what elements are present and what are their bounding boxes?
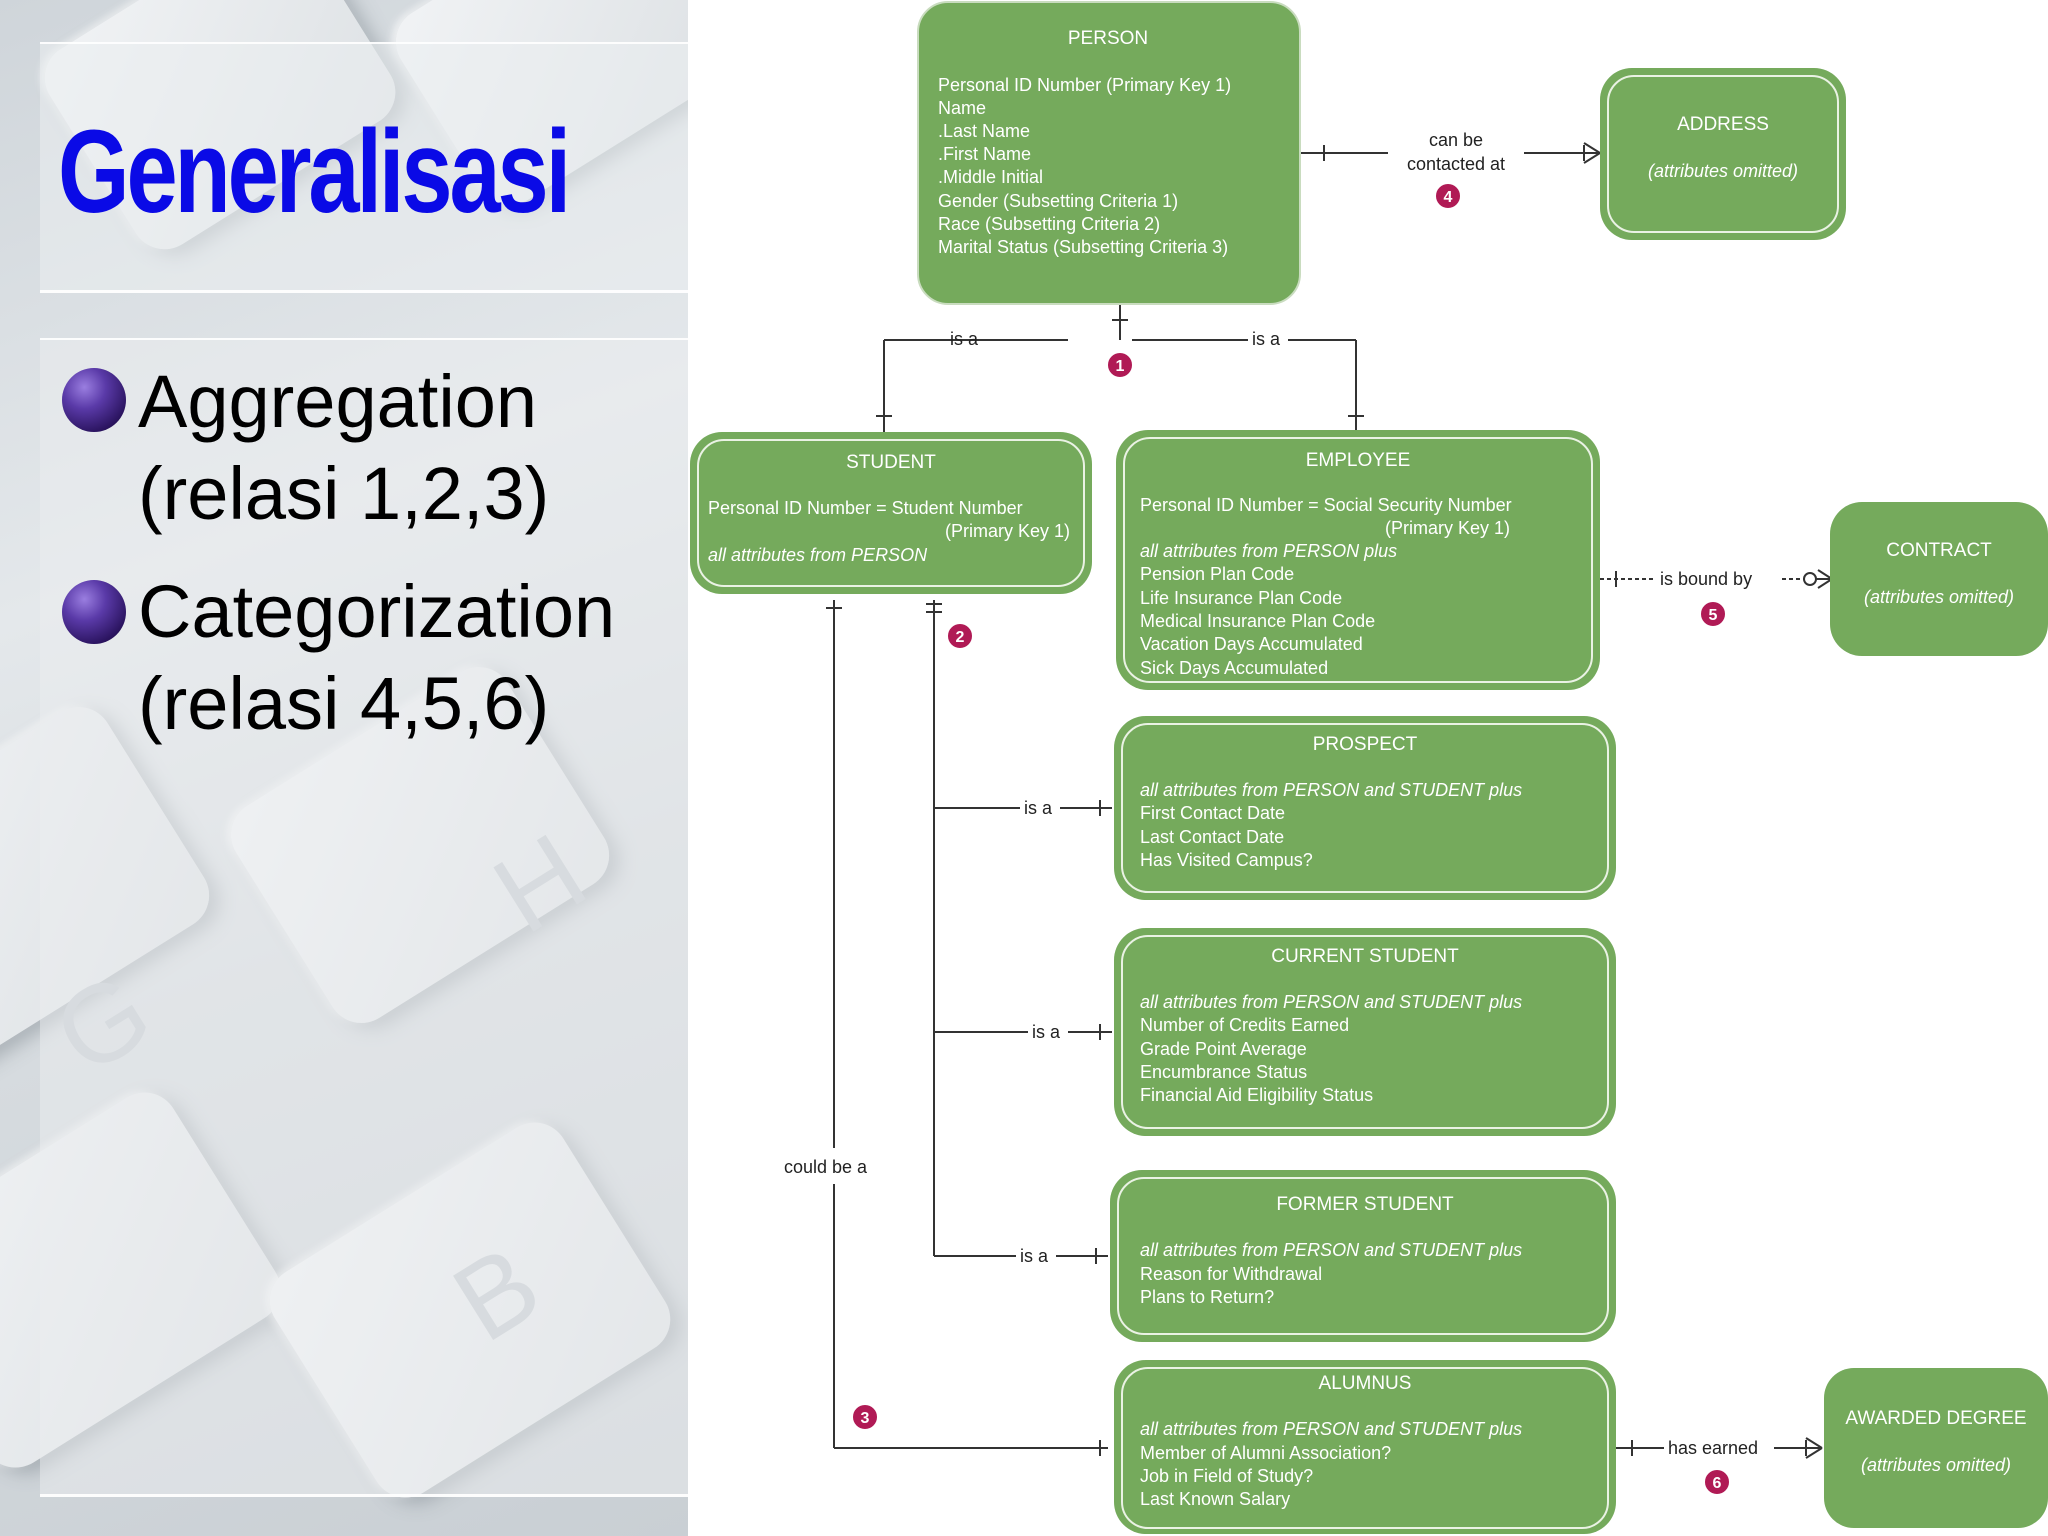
entity-attr: Personal ID Number (Primary Key 1) (938, 75, 1231, 95)
entity-attr: Grade Point Average (1140, 1039, 1307, 1059)
entity-person: PERSON Personal ID Number (Primary Key 1… (917, 1, 1301, 305)
relation-marker-3: 3 (851, 1403, 879, 1431)
entity-attr: all attributes from PERSON and STUDENT p… (1140, 1419, 1522, 1439)
marker-number: 2 (956, 629, 965, 646)
entity-attr: Personal ID Number = Student Number (708, 498, 1023, 518)
entity-current-student: CURRENT STUDENT all attributes from PERS… (1114, 928, 1616, 1136)
entity-awarded-degree: AWARDED DEGREE (attributes omitted) (1824, 1368, 2048, 1528)
connector-lines (826, 142, 1833, 1459)
er-diagram: PERSON Personal ID Number (Primary Key 1… (688, 0, 2048, 1536)
entity-attr: Name (938, 98, 986, 118)
entity-attr: Sick Days Accumulated (1140, 658, 1328, 678)
entity-attr: all attributes from PERSON (708, 545, 928, 565)
entity-attr: (attributes omitted) (1864, 587, 2014, 607)
entity-title: CONTRACT (1886, 540, 1992, 561)
entity-contract: CONTRACT (attributes omitted) (1830, 502, 2048, 656)
entity-attr: Has Visited Campus? (1140, 850, 1313, 870)
relationship-labels: is a is a can be contacted at is bound b… (784, 130, 1758, 1458)
entity-title: PERSON (1068, 28, 1148, 49)
entity-title: ALUMNUS (1319, 1373, 1412, 1394)
bullet-text-line: Categorization (138, 570, 616, 653)
relation-marker-6: 6 (1703, 1468, 1731, 1496)
entity-attr: .First Name (938, 144, 1031, 164)
entity-title: EMPLOYEE (1306, 450, 1411, 471)
entity-attr: Life Insurance Plan Code (1140, 588, 1342, 608)
bullet-sphere-icon (62, 580, 126, 644)
entity-attr: (attributes omitted) (1861, 1455, 2011, 1475)
entity-attr: (Primary Key 1) (945, 521, 1070, 541)
entity-attr: .Middle Initial (938, 167, 1043, 187)
entity-attr: Member of Alumni Association? (1140, 1443, 1391, 1463)
entity-attr: Job in Field of Study? (1140, 1466, 1313, 1486)
entity-attr: Race (Subsetting Criteria 2) (938, 214, 1160, 234)
rel-label-is-a: is a (1020, 1246, 1049, 1266)
entity-attr: First Contact Date (1140, 803, 1285, 823)
entity-attr: Last Contact Date (1140, 827, 1284, 847)
entity-attr: Reason for Withdrawal (1140, 1264, 1322, 1284)
bullet-text-line: (relasi 4,5,6) (138, 662, 550, 745)
entity-attr: Encumbrance Status (1140, 1062, 1307, 1082)
entity-title: FORMER STUDENT (1276, 1194, 1454, 1215)
entity-attr: Last Known Salary (1140, 1489, 1290, 1509)
rel-label-is-a: is a (1032, 1022, 1061, 1042)
content-placeholder (40, 338, 688, 1497)
entity-attr: Medical Insurance Plan Code (1140, 611, 1375, 631)
relation-marker-2: 2 (946, 622, 974, 650)
rel-label-contacted-at: contacted at (1407, 154, 1505, 174)
entity-address: ADDRESS (attributes omitted) (1600, 68, 1846, 240)
entity-attr: all attributes from PERSON and STUDENT p… (1140, 1240, 1522, 1260)
rel-label-can-be: can be (1429, 130, 1483, 150)
entity-attr: Financial Aid Eligibility Status (1140, 1085, 1373, 1105)
entity-title: ADDRESS (1677, 114, 1769, 135)
relation-marker-4: 4 (1434, 182, 1462, 210)
entity-attr: all attributes from PERSON and STUDENT p… (1140, 780, 1522, 800)
bullet-text-line: (relasi 1,2,3) (138, 452, 550, 535)
marker-number: 3 (861, 1410, 870, 1427)
entity-attr: Gender (Subsetting Criteria 1) (938, 191, 1178, 211)
marker-number: 6 (1713, 1475, 1722, 1492)
marker-number: 4 (1444, 189, 1453, 206)
relation-marker-5: 5 (1699, 600, 1727, 628)
entity-attr: all attributes from PERSON plus (1140, 541, 1397, 561)
rel-label-is-a: is a (1024, 798, 1053, 818)
rel-label-has-earned: has earned (1668, 1438, 1758, 1458)
marker-number: 5 (1709, 607, 1718, 624)
bullet-text-line: Aggregation (138, 360, 538, 443)
entity-employee: EMPLOYEE Personal ID Number = Social Sec… (1116, 430, 1600, 690)
relation-marker-1: 1 (1106, 351, 1134, 379)
rel-label-could-be-a: could be a (784, 1157, 868, 1177)
entity-attr: (Primary Key 1) (1385, 518, 1510, 538)
marker-number: 1 (1116, 358, 1125, 375)
title-placeholder (40, 42, 688, 293)
rel-label-is-a: is a (1252, 329, 1281, 349)
entity-attr: Plans to Return? (1140, 1287, 1274, 1307)
entity-student: STUDENT Personal ID Number = Student Num… (690, 432, 1092, 594)
entity-attr: (attributes omitted) (1648, 161, 1798, 181)
entity-attr: Vacation Days Accumulated (1140, 634, 1363, 654)
entity-title: AWARDED DEGREE (1845, 1408, 2026, 1429)
entity-title: CURRENT STUDENT (1271, 946, 1459, 967)
entity-alumnus: ALUMNUS all attributes from PERSON and S… (1114, 1360, 1616, 1534)
entity-former-student: FORMER STUDENT all attributes from PERSO… (1110, 1170, 1616, 1342)
entity-attr: all attributes from PERSON and STUDENT p… (1140, 992, 1522, 1012)
entity-attr: Marital Status (Subsetting Criteria 3) (938, 237, 1228, 257)
rel-label-is-bound-by: is bound by (1660, 569, 1752, 589)
slide-title: Generalisasi (58, 106, 571, 238)
entity-attr: Pension Plan Code (1140, 564, 1294, 584)
entity-title: PROSPECT (1313, 734, 1418, 755)
rel-label-is-a: is a (950, 329, 979, 349)
entity-attr: Personal ID Number = Social Security Num… (1140, 495, 1512, 515)
bullet-sphere-icon (62, 368, 126, 432)
entity-attr: Number of Credits Earned (1140, 1015, 1349, 1035)
entity-title: STUDENT (846, 452, 936, 473)
entity-prospect: PROSPECT all attributes from PERSON and … (1114, 716, 1616, 900)
entity-attr: .Last Name (938, 121, 1030, 141)
